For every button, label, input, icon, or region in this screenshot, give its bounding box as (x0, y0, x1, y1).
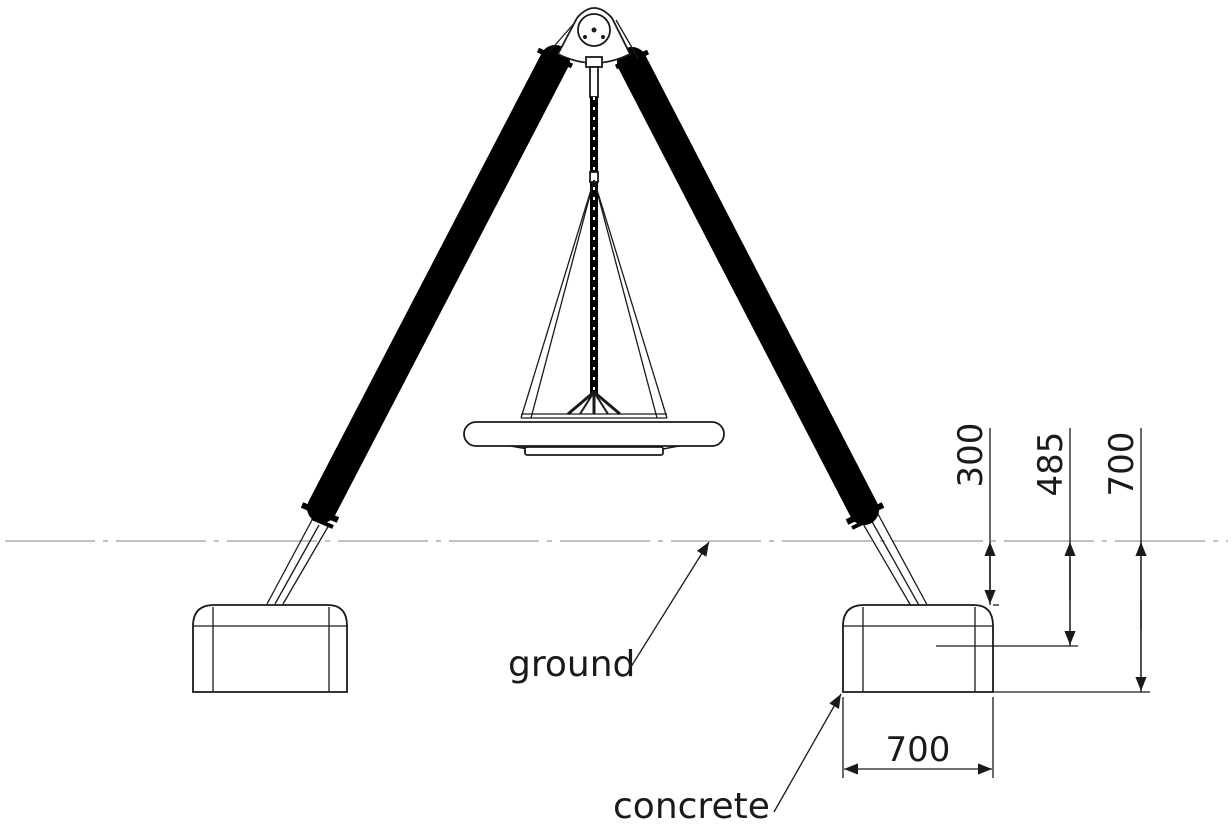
dim-label-700-horizontal: 700 (886, 730, 951, 770)
concrete-label: concrete (613, 786, 770, 827)
nest-seat (463, 413, 725, 456)
right-foundation (842, 604, 994, 693)
dim-label-485: 485 (1031, 432, 1071, 497)
ground-label: ground (508, 644, 635, 685)
crown-connector (556, 7, 632, 98)
left-leg-padding (307, 45, 570, 523)
left-leg (266, 19, 591, 605)
dim-label-700-vertical: 700 (1102, 432, 1142, 497)
right-leg-padding (617, 47, 879, 525)
right-leg (602, 19, 939, 646)
ground-leader (628, 541, 710, 671)
left-foundation (192, 604, 348, 693)
swing-rope (520, 97, 668, 419)
concrete-leader (773, 693, 842, 813)
dim-label-300: 300 (951, 423, 991, 488)
